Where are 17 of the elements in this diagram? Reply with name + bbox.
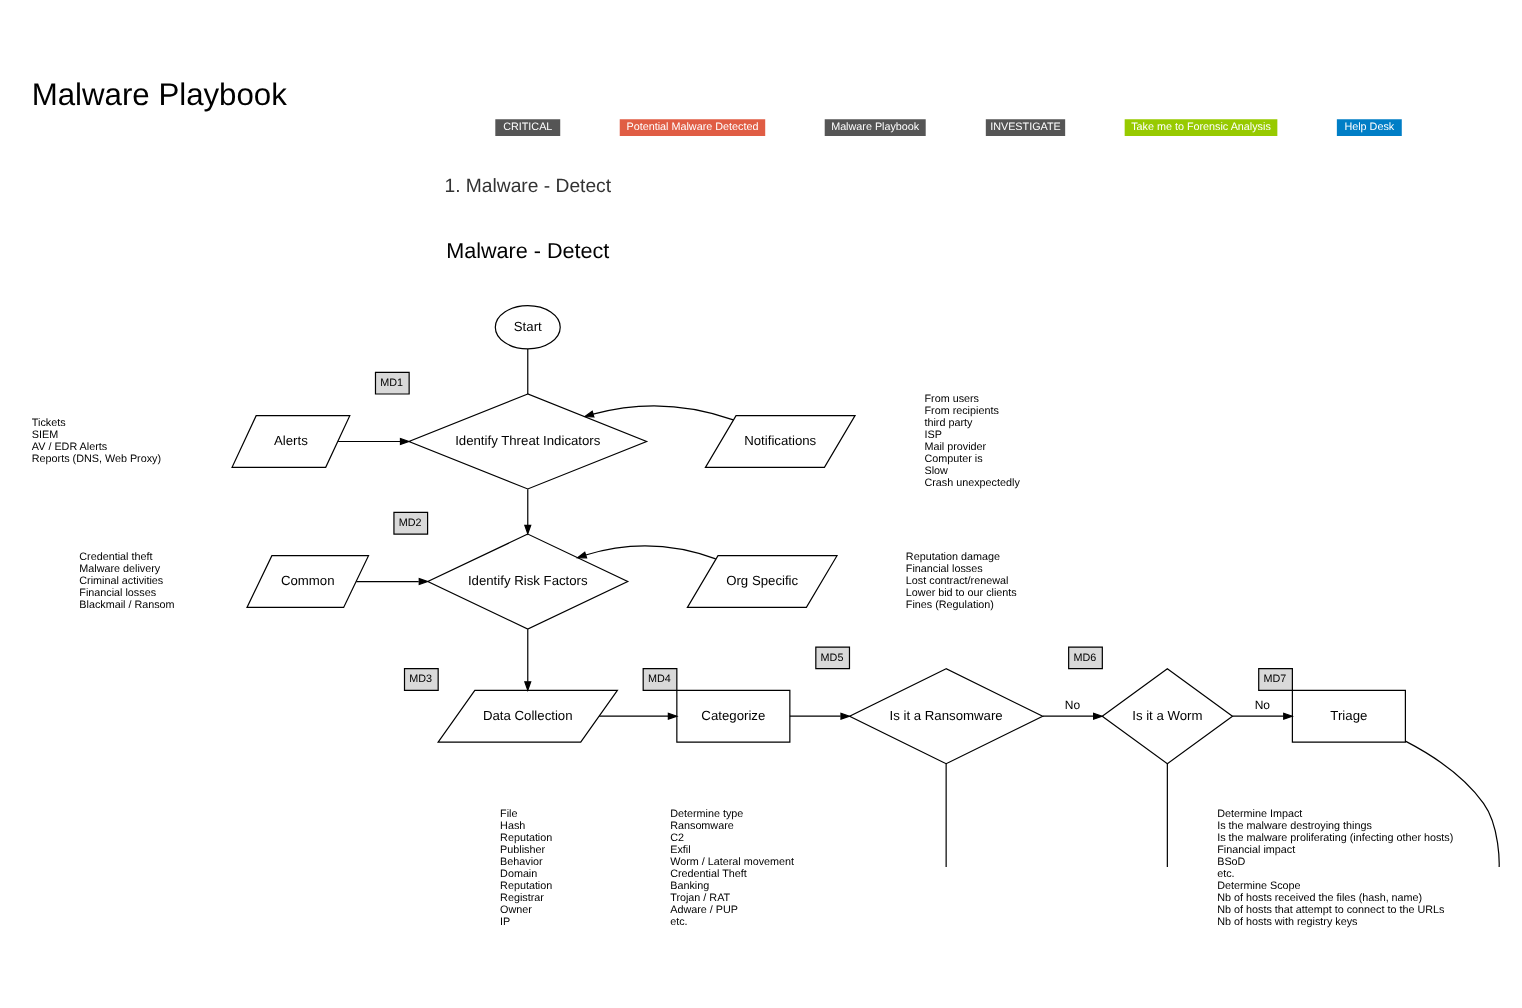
arrow bbox=[583, 405, 734, 421]
arrow bbox=[1042, 712, 1104, 720]
arrow bbox=[523, 488, 532, 536]
connector bbox=[945, 763, 947, 868]
arrow bbox=[575, 545, 717, 560]
diagram-title: Malware Playbook bbox=[31, 78, 287, 113]
label: 1. Malware - Detect bbox=[444, 176, 612, 199]
arrow bbox=[337, 437, 411, 446]
arrow bbox=[1231, 712, 1294, 720]
connector bbox=[1404, 740, 1500, 868]
label: Malware - Detect bbox=[446, 240, 610, 265]
arrow bbox=[789, 712, 852, 720]
connector bbox=[1166, 763, 1168, 868]
connector bbox=[527, 348, 529, 395]
arrow bbox=[598, 712, 679, 720]
arrow bbox=[523, 628, 532, 693]
arrow bbox=[355, 577, 430, 586]
